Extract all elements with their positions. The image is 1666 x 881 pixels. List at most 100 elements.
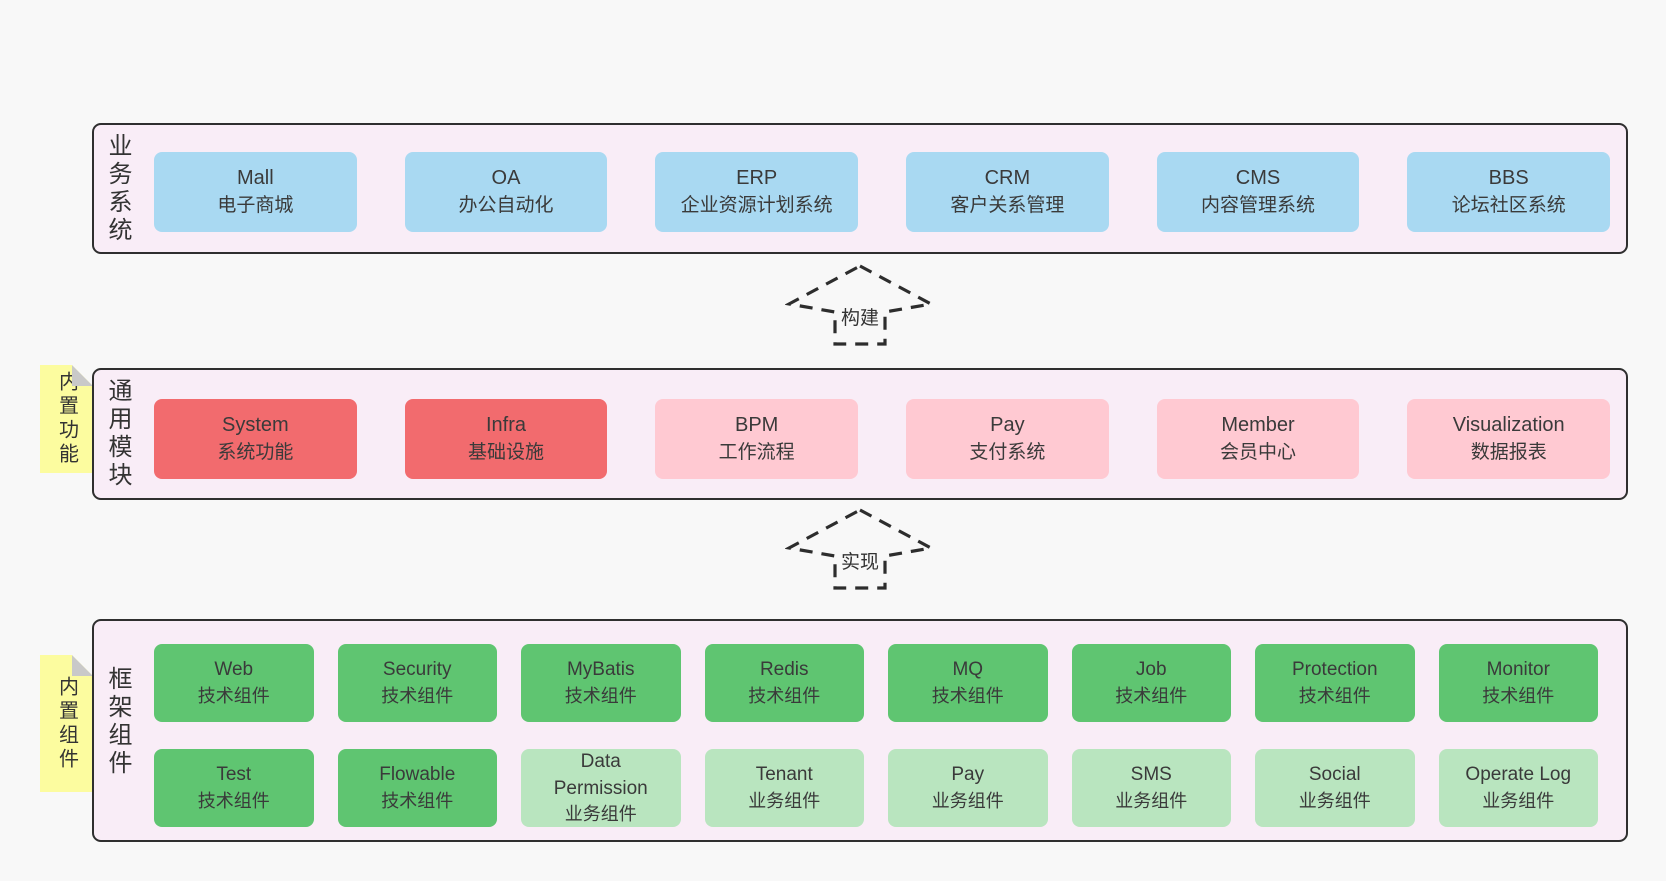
box-subtitle: 电子商城 [217, 194, 294, 216]
box-name: Operate Log [1465, 764, 1572, 786]
note-fold-corner [72, 655, 93, 676]
box-subtitle: 业务组件 [1115, 790, 1188, 811]
box-name: CMS [1235, 167, 1281, 190]
box-subtitle: 技术组件 [197, 685, 270, 706]
box-infra: Infra 基础设施 [404, 399, 608, 479]
panel-label: 框架组件 [104, 665, 131, 778]
box-subtitle: 系统功能 [217, 441, 294, 463]
box-protection: Protection 技术组件 [1255, 644, 1415, 722]
box-web: Web 技术组件 [154, 644, 314, 722]
box-subtitle: 技术组件 [1298, 685, 1371, 706]
box-name: MyBatis [566, 659, 635, 681]
box-bpm: BPM 工作流程 [655, 399, 859, 479]
box-monitor: Monitor 技术组件 [1438, 644, 1598, 722]
box-name: Tenant [755, 764, 813, 786]
box-subtitle: 技术组件 [1115, 685, 1188, 706]
box-bbs: BBS 论坛社区系统 [1407, 152, 1611, 232]
note-fold-corner [72, 365, 93, 386]
box-subtitle: 技术组件 [564, 685, 637, 706]
box-subtitle: 技术组件 [197, 790, 270, 811]
box-mq: MQ 技术组件 [888, 644, 1048, 722]
box-subtitle: 业务组件 [564, 803, 637, 824]
box-name: Security [382, 659, 452, 681]
box-name: Data Permission [553, 751, 648, 799]
panel-label: 业务系统 [104, 132, 131, 245]
box-name: Monitor [1486, 659, 1550, 681]
box-name: Social [1308, 764, 1361, 786]
box-name: Member [1221, 414, 1295, 437]
box-row: Mall 电子商城 OA 办公自动化 ERP 企业资源计划系统 CRM 客户关系… [154, 152, 1611, 232]
sticky-note-builtin-features: 内置功能 [40, 365, 93, 473]
box-name: Visualization [1452, 414, 1565, 437]
sticky-note-builtin-components: 内置组件 [40, 655, 93, 792]
box-mall: Mall 电子商城 [154, 152, 357, 232]
box-flowable: Flowable 技术组件 [337, 749, 497, 827]
box-name: Pay [951, 764, 985, 786]
box-subtitle: 业务组件 [931, 790, 1004, 811]
box-subtitle: 业务组件 [1482, 790, 1555, 811]
arrow-implement: 实现 [785, 506, 935, 592]
box-system: System 系统功能 [154, 399, 357, 479]
box-subtitle: 企业资源计划系统 [680, 194, 833, 216]
box-subtitle: 数据报表 [1470, 441, 1547, 463]
panel-business-systems: 业务系统 Mall 电子商城 OA 办公自动化 ERP 企业资源计划系统 CRM… [92, 123, 1628, 254]
box-operate-log: Operate Log 业务组件 [1438, 749, 1598, 827]
box-data-permission: Data Permission 业务组件 [521, 749, 681, 827]
box-subtitle: 客户关系管理 [950, 194, 1065, 216]
box-name: ERP [736, 167, 778, 190]
box-row: Web 技术组件 Security 技术组件 MyBatis 技术组件 Redi… [154, 644, 1598, 722]
box-sms: SMS 业务组件 [1071, 749, 1231, 827]
box-name: Job [1135, 659, 1167, 681]
box-name: Pay [990, 414, 1025, 437]
box-subtitle: 内容管理系统 [1201, 194, 1316, 216]
arrow-label: 构建 [837, 302, 883, 331]
box-visualization: Visualization 数据报表 [1407, 399, 1611, 479]
panel-label: 通用模块 [104, 378, 131, 490]
box-redis: Redis 技术组件 [704, 644, 864, 722]
box-subtitle: 技术组件 [931, 685, 1004, 706]
box-name: Mall [237, 167, 274, 190]
box-subtitle: 工作流程 [718, 441, 795, 463]
box-name: OA [491, 167, 521, 190]
box-name: Flowable [379, 764, 456, 786]
box-erp: ERP 企业资源计划系统 [655, 152, 859, 232]
box-social: Social 业务组件 [1255, 749, 1415, 827]
box-pay-component: Pay 业务组件 [888, 749, 1048, 827]
box-member: Member 会员中心 [1156, 399, 1360, 479]
box-name: Test [216, 764, 252, 786]
panel-framework-components: 框架组件 Web 技术组件 Security 技术组件 MyBatis 技术组件… [92, 619, 1628, 842]
box-subtitle: 业务组件 [748, 790, 821, 811]
box-name: System [221, 414, 289, 437]
box-name: Infra [485, 414, 527, 437]
panel-common-modules: 通用模块 System 系统功能 Infra 基础设施 BPM 工作流程 Pay… [92, 368, 1628, 500]
box-oa: OA 办公自动化 [404, 152, 608, 232]
arrow-label: 实现 [837, 546, 883, 575]
box-test: Test 技术组件 [154, 749, 314, 827]
box-subtitle: 会员中心 [1220, 441, 1297, 463]
box-pay-module: Pay 支付系统 [906, 399, 1109, 479]
box-name: BPM [735, 414, 779, 437]
box-subtitle: 技术组件 [1482, 685, 1555, 706]
box-subtitle: 支付系统 [969, 441, 1046, 463]
box-cms: CMS 内容管理系统 [1156, 152, 1360, 232]
box-subtitle: 基础设施 [468, 441, 545, 463]
box-subtitle: 技术组件 [381, 790, 454, 811]
box-name: BBS [1488, 167, 1529, 190]
box-subtitle: 办公自动化 [458, 194, 554, 216]
box-name: MQ [952, 659, 984, 681]
box-name: SMS [1130, 764, 1172, 786]
box-name: Web [214, 659, 254, 681]
sticky-note-text: 内置组件 [55, 675, 78, 772]
box-mybatis: MyBatis 技术组件 [521, 644, 681, 722]
box-subtitle: 技术组件 [381, 685, 454, 706]
box-name: Protection [1291, 659, 1378, 681]
sticky-note-text: 内置功能 [55, 371, 78, 467]
box-subtitle: 业务组件 [1298, 790, 1371, 811]
box-job: Job 技术组件 [1071, 644, 1231, 722]
box-subtitle: 技术组件 [748, 685, 821, 706]
box-subtitle: 论坛社区系统 [1451, 194, 1566, 216]
box-name: Redis [759, 659, 809, 681]
arrow-build: 构建 [785, 262, 935, 348]
box-row: System 系统功能 Infra 基础设施 BPM 工作流程 Pay 支付系统… [154, 399, 1611, 479]
